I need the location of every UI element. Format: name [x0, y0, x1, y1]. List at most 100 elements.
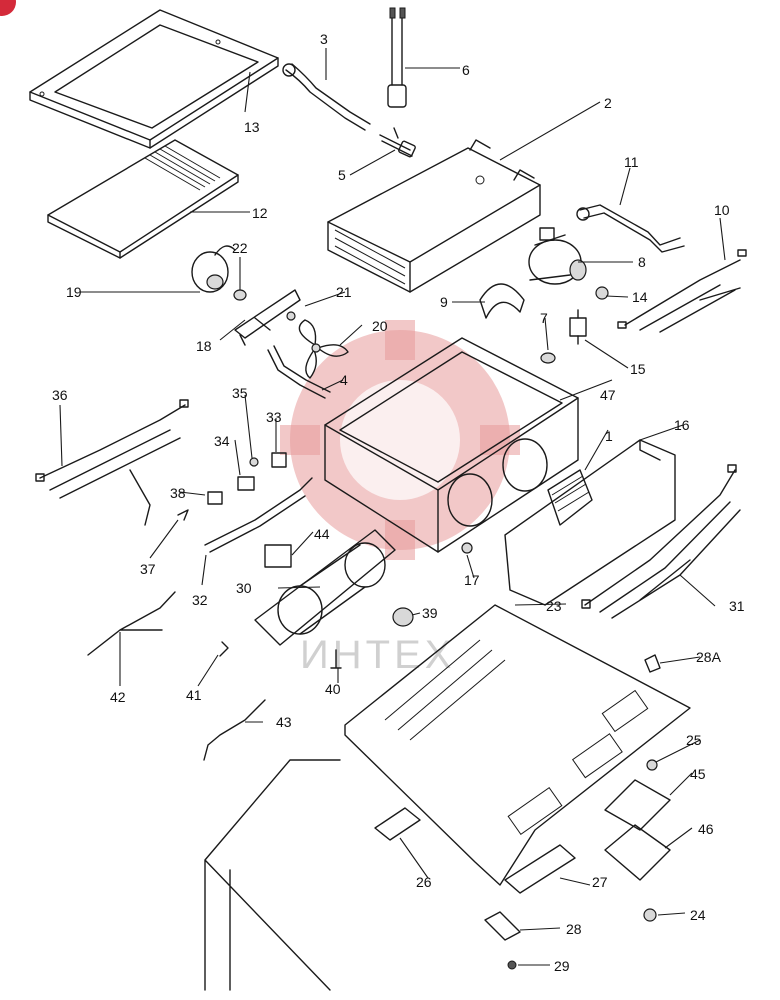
- callout-36: 36: [52, 387, 68, 403]
- callout-19: 19: [66, 284, 82, 300]
- part-1-grille: [547, 469, 593, 526]
- callout-31: 31: [729, 598, 745, 614]
- callout-28a: 28A: [696, 649, 722, 665]
- part-36-harness: [35, 399, 189, 526]
- part-28a-fitting: [644, 654, 661, 673]
- callout-21: 21: [336, 284, 352, 300]
- part-15-switch: [569, 309, 587, 345]
- part-39-plug: [392, 607, 414, 627]
- part-41-screw: [219, 641, 229, 657]
- part-20-fan: [298, 319, 349, 379]
- callout-29: 29: [554, 958, 570, 974]
- callout-44: 44: [314, 526, 330, 542]
- part-6-switch: [387, 7, 407, 108]
- callout-13: 13: [244, 119, 260, 135]
- part-26-pad: [374, 807, 421, 841]
- part-24-nut: [643, 908, 657, 922]
- callout-15: 15: [630, 361, 646, 377]
- part-7-grommet: [540, 352, 556, 364]
- callout-16: 16: [674, 417, 690, 433]
- part-16-panel: [504, 439, 676, 606]
- part-31-harness: [581, 464, 741, 619]
- callout-7: 7: [540, 310, 548, 326]
- callout-25: 25: [686, 732, 702, 748]
- callout-41: 41: [186, 687, 202, 703]
- callout-38: 38: [170, 485, 186, 501]
- part-11-hose: [576, 204, 685, 253]
- part-37-screw: [177, 509, 189, 521]
- part-28-connector: [484, 911, 521, 941]
- part-43-wire: [203, 699, 266, 761]
- callout-11: 11: [624, 154, 639, 170]
- callout-33: 33: [266, 409, 282, 425]
- part-12-filter: [47, 139, 239, 259]
- part-35-nut: [249, 457, 259, 467]
- part-42-wire: [87, 591, 176, 656]
- part-19-motor: [191, 245, 236, 293]
- part-13-frame: [29, 9, 279, 149]
- part-27-terminal: [504, 844, 576, 894]
- part-44-relay: [264, 544, 292, 568]
- callouts: 3 6 2 5 13 12 11 10 8 14 9 7 15 22 19 21…: [52, 31, 745, 974]
- callout-14: 14: [632, 289, 648, 305]
- part-3-hose: [282, 63, 371, 131]
- callout-23: 23: [546, 598, 562, 614]
- callout-45: 45: [690, 766, 706, 782]
- part-34-clip: [237, 476, 255, 491]
- callout-39: 39: [422, 605, 438, 621]
- callout-43: 43: [276, 714, 292, 730]
- callout-24: 24: [690, 907, 706, 923]
- part-45-plate: [604, 779, 671, 831]
- callout-9: 9: [440, 294, 448, 310]
- part-29-screw: [507, 960, 517, 970]
- callout-37: 37: [140, 561, 156, 577]
- callout-47: 47: [600, 387, 616, 403]
- callout-4: 4: [340, 372, 348, 388]
- part-14-bushing: [595, 286, 609, 300]
- part-8-motor: [528, 227, 587, 285]
- callout-18: 18: [196, 338, 212, 354]
- callout-8: 8: [638, 254, 646, 270]
- callout-40: 40: [325, 681, 341, 697]
- part-9-strap: [479, 283, 525, 319]
- leader-lines: [59, 48, 726, 966]
- callout-3: 3: [320, 31, 328, 47]
- part-33-clip: [271, 452, 287, 468]
- callout-34: 34: [214, 433, 230, 449]
- callout-20: 20: [372, 318, 388, 334]
- callout-30: 30: [236, 580, 252, 596]
- callout-17: 17: [464, 572, 480, 588]
- part-46-plate: [604, 824, 671, 881]
- part-40-screw: [330, 649, 342, 669]
- callout-26: 26: [416, 874, 432, 890]
- part-4-hose: [267, 345, 331, 399]
- callout-1: 1: [605, 428, 613, 444]
- part-18-bracket: [234, 289, 301, 346]
- callout-2: 2: [604, 95, 612, 111]
- part-22-nut: [233, 289, 247, 301]
- watermark-text: ИНТЕХ: [300, 633, 455, 677]
- callout-27: 27: [592, 874, 608, 890]
- part-17-plug: [461, 542, 473, 554]
- part-25-nut: [646, 759, 658, 771]
- callout-5: 5: [338, 167, 346, 183]
- vehicle-body: [204, 759, 341, 991]
- callout-10: 10: [714, 202, 730, 218]
- corner-badge: [0, 0, 16, 16]
- part-23-plate: [344, 604, 691, 886]
- part-38-clip: [207, 491, 223, 505]
- callout-35: 35: [232, 385, 248, 401]
- part-47-housing: [324, 337, 579, 553]
- callout-28: 28: [566, 921, 582, 937]
- part-32-harness: [204, 477, 313, 553]
- part-2-evaporator: [327, 139, 541, 293]
- callout-32: 32: [192, 592, 208, 608]
- part-5-fitting: [379, 127, 416, 158]
- part-10-harness: [617, 249, 747, 333]
- part-30-blower: [254, 529, 396, 646]
- callout-42: 42: [110, 689, 126, 705]
- callout-46: 46: [698, 821, 714, 837]
- part-21-screw: [286, 311, 296, 321]
